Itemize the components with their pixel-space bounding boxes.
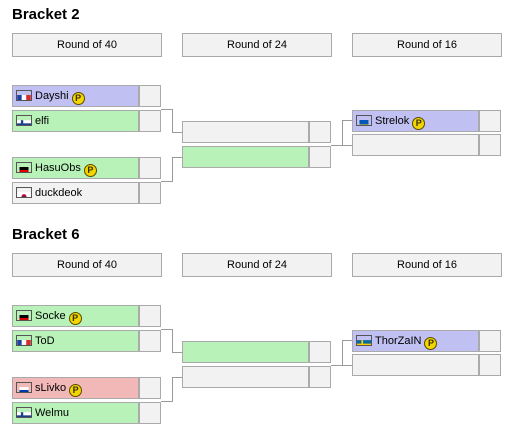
protoss-race-icon: P [83, 164, 97, 177]
score-box [139, 330, 161, 352]
player-name[interactable]: HasuObs [35, 162, 81, 174]
flag-finland-icon [16, 115, 32, 126]
score-box [139, 157, 161, 179]
bracket-connector [342, 145, 352, 146]
bracket-connector [172, 377, 173, 402]
player-slot[interactable] [182, 341, 309, 363]
protoss-race-icon: P [71, 92, 85, 105]
bracket-connector [172, 132, 182, 133]
bracket-connector [342, 340, 352, 341]
flag-sweden-icon [356, 335, 372, 346]
player-name[interactable]: ToD [35, 335, 55, 347]
player-name[interactable]: elfi [35, 115, 50, 127]
bracket-connector [331, 145, 343, 146]
round-header-r16: Round of 16 [352, 253, 502, 277]
score-box [309, 341, 331, 363]
score-box [479, 110, 501, 132]
bracket-connector [161, 401, 173, 402]
flag-france-icon [16, 335, 32, 346]
player-name[interactable]: Welmu [35, 407, 70, 419]
player-name[interactable]: Dayshi [35, 90, 69, 102]
bracket-connector [172, 329, 173, 352]
bracket-connector [161, 181, 173, 182]
score-box [309, 121, 331, 143]
round-header-r24: Round of 24 [182, 253, 332, 277]
player-slot[interactable] [352, 134, 479, 156]
bracket-connector [172, 109, 173, 132]
bracket-title: Bracket 6 [12, 226, 80, 243]
player-slot[interactable] [352, 354, 479, 376]
player-slot[interactable]: ToD [12, 330, 139, 352]
flag-france-icon [16, 90, 32, 101]
player-slot[interactable] [182, 121, 309, 143]
protoss-race-icon: P [69, 384, 83, 397]
player-slot[interactable]: Welmu [12, 402, 139, 424]
score-box [479, 330, 501, 352]
player-name[interactable]: Strelok [375, 115, 410, 127]
score-box [309, 366, 331, 388]
flag-south-korea-icon [16, 187, 32, 198]
round-header-r40: Round of 40 [12, 253, 162, 277]
bracket-connector [161, 329, 173, 330]
player-name[interactable]: sLivko [35, 382, 67, 394]
protoss-race-icon: P [424, 337, 438, 350]
bracket-connector [342, 340, 343, 366]
bracket-connector [342, 365, 352, 366]
score-box [139, 402, 161, 424]
flag-ukraine-icon [356, 115, 372, 126]
bracket-connector [172, 377, 182, 378]
score-box [139, 305, 161, 327]
flag-germany-icon [16, 310, 32, 321]
bracket-connector [331, 365, 343, 366]
player-name[interactable]: ThorZaIN [375, 335, 422, 347]
round-header-r24: Round of 24 [182, 33, 332, 57]
flag-germany-icon [16, 162, 32, 173]
score-box [139, 110, 161, 132]
protoss-race-icon: P [68, 312, 82, 325]
player-name[interactable]: duckdeok [35, 187, 83, 199]
player-slot[interactable]: duckdeok [12, 182, 139, 204]
bracket-connector [172, 352, 182, 353]
score-box [479, 354, 501, 376]
score-box [479, 134, 501, 156]
bracket-connector [342, 120, 352, 121]
score-box [139, 85, 161, 107]
protoss-race-icon: P [412, 117, 426, 130]
player-slot[interactable] [182, 146, 309, 168]
bracket-connector [172, 157, 182, 158]
bracket-connector [342, 120, 343, 146]
player-slot[interactable] [182, 366, 309, 388]
bracket-connector [161, 109, 173, 110]
score-box [139, 182, 161, 204]
bracket-connector [172, 157, 173, 182]
player-name[interactable]: Socke [35, 310, 66, 322]
bracket-title: Bracket 2 [12, 6, 80, 23]
player-slot[interactable]: elfi [12, 110, 139, 132]
score-box [139, 377, 161, 399]
flag-russia-icon [16, 382, 32, 393]
round-header-r40: Round of 40 [12, 33, 162, 57]
flag-finland-icon [16, 407, 32, 418]
round-header-r16: Round of 16 [352, 33, 502, 57]
score-box [309, 146, 331, 168]
